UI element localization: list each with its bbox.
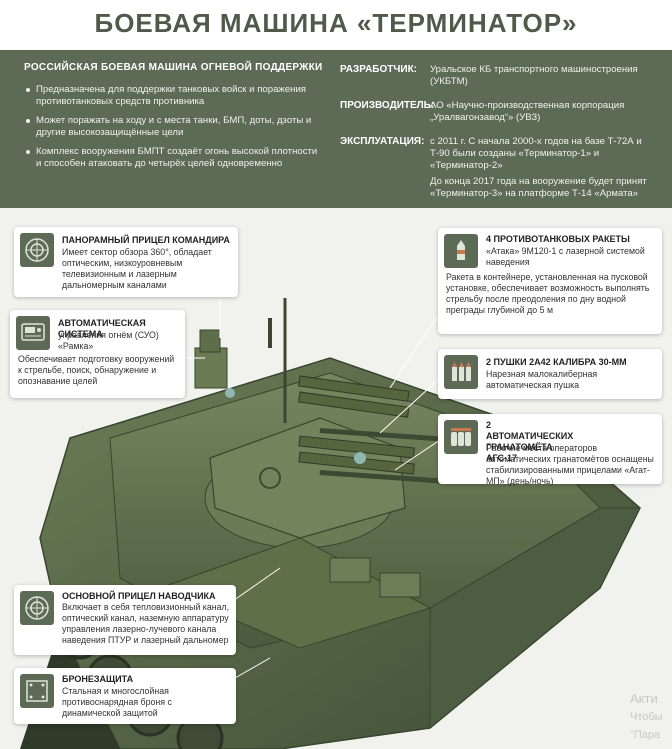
service-value-2: До конца 2017 года на вооружение будет п… [430, 176, 647, 199]
cannons [319, 428, 440, 484]
missile-icon [444, 234, 478, 268]
callout-text: Ракета в контейнере, установленная на пу… [446, 272, 650, 315]
manufacturer-value: АО «Научно-производственная корпорация „… [430, 100, 625, 123]
grenades-icon [444, 420, 478, 454]
callout-title: 4 ПРОТИВОТАНКОВЫХ РАКЕТЫ [486, 234, 630, 244]
watermark-line: "Пара [630, 729, 661, 741]
callout-grenade-launchers: 2 АВТОМАТИЧЕСКИХ ГРАНАТОМЁТА АГС-17 Рабо… [438, 414, 662, 486]
watermark: Акти Чтобы "Пара [630, 690, 663, 744]
developer-label: РАЗРАБОТЧИК: [340, 64, 418, 75]
callout-missiles: 4 ПРОТИВОТАНКОВЫХ РАКЕТЫ «Атака» 9М120-1… [438, 228, 662, 334]
callout-armor: БРОНЕЗАЩИТА Стальная и многослойная прот… [14, 668, 236, 724]
watermark-line: Чтобы [630, 711, 663, 723]
info-band: РОССИЙСКАЯ БОЕВАЯ МАШИНА ОГНЕВОЙ ПОДДЕРЖ… [0, 50, 672, 208]
callout-text: Стальная и многослойная противоснарядная… [62, 686, 172, 718]
callout-text: Обеспечивает подготовку вооружений к стр… [18, 354, 175, 386]
feature-item: Может поражать на ходу и с места танки, … [24, 115, 324, 139]
callout-commander-sight: ПАНОРАМНЫЙ ПРИЦЕЛ КОМАНДИРА Имеет сектор… [14, 227, 238, 297]
shells-icon [444, 355, 478, 389]
feature-item: Комплекс вооружения БМПТ создаёт огонь в… [24, 146, 324, 170]
tank-front-plate [158, 537, 432, 649]
commander-sight-tower [194, 347, 228, 389]
callout-subtitle: управления огнём (СУО) «Рамка» [58, 330, 159, 351]
feature-item: Предназначена для поддержки танковых вой… [24, 84, 324, 108]
manufacturer-label: ПРОИЗВОДИТЕЛЬ: [340, 100, 435, 111]
callout-text: Имеет сектор обзора 360°, обладает оптич… [62, 247, 212, 290]
callout-title: 2 АВТОМАТИЧЕСКИХ ГРАНАТОМЁТА АГС-17 [486, 420, 574, 463]
callout-text: Включает в себя тепловизионный канал, оп… [62, 602, 230, 645]
sight-icon [20, 591, 54, 625]
service-value-1: с 2011 г. С начала 2000-х годов на базе … [430, 136, 642, 171]
callout-title: БРОНЕЗАЩИТА [62, 674, 134, 684]
tank-side-skirt [429, 507, 641, 730]
callout-title: АВТОМАТИЧЕСКАЯ СИСТЕМА [58, 318, 146, 339]
callout-subtitle: «Атака» 9М120-1 с лазерной системой наве… [486, 246, 645, 267]
callout-text: Нарезная малокалиберная автоматическая п… [486, 369, 598, 390]
page-title: БОЕВАЯ МАШИНА «ТЕРМИНАТОР» [94, 8, 578, 38]
armor-plate-icon [20, 674, 54, 708]
feature-list: Предназначена для поддержки танковых вой… [24, 84, 324, 177]
callout-text: Рабочие места операторов автоматических … [486, 443, 654, 486]
callout-fire-control: АВТОМАТИЧЕСКАЯ СИСТЕМА управления огнём … [10, 310, 185, 398]
sight-icon [20, 233, 54, 267]
watermark-line: Акти [630, 691, 658, 706]
service-label: ЭКСПЛУАТАЦИЯ: [340, 136, 425, 147]
info-subtitle: РОССИЙСКАЯ БОЕВАЯ МАШИНА ОГНЕВОЙ ПОДДЕРЖ… [24, 62, 323, 73]
developer-value: Уральское КБ транспортного машиностроени… [430, 64, 638, 87]
callout-title: ОСНОВНОЙ ПРИЦЕЛ НАВОДЧИКА [62, 591, 216, 601]
callout-cannons: 2 ПУШКИ 2А42 КАЛИБРА 30-ММ Нарезная мало… [438, 349, 662, 399]
callout-title: 2 ПУШКИ 2А42 КАЛИБРА 30-ММ [486, 357, 627, 367]
callout-title: ПАНОРАМНЫЙ ПРИЦЕЛ КОМАНДИРА [62, 235, 230, 245]
callout-gunner-sight: ОСНОВНОЙ ПРИЦЕЛ НАВОДЧИКА Включает в себ… [14, 585, 236, 655]
control-panel-icon [16, 316, 50, 350]
